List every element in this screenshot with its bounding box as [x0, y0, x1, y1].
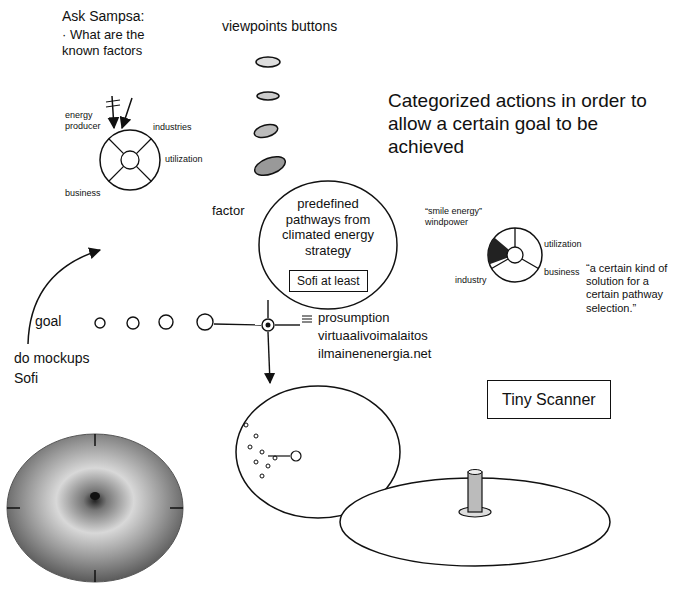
wheel-outline — [488, 228, 542, 282]
button-icon — [252, 153, 288, 179]
wheel-outline — [100, 130, 160, 190]
pathway-circle: predefined pathways from climated energy… — [258, 180, 398, 310]
dot — [260, 474, 264, 478]
node-label: industries — [153, 122, 199, 133]
node-label: utilization — [165, 154, 217, 165]
dot — [266, 464, 270, 468]
junction — [262, 319, 274, 331]
stand-post — [468, 472, 482, 512]
disc-tick — [94, 570, 96, 582]
junction-dot — [266, 323, 271, 328]
shape-outline — [440, 215, 570, 300]
shaded-disc — [7, 434, 183, 582]
button-icon — [257, 92, 279, 100]
note-text: Categorized actions in order to allow a … — [388, 90, 656, 158]
note-text: do mockups — [14, 350, 124, 367]
node-label: industry — [455, 275, 501, 286]
note-text: viewpoints buttons — [222, 18, 392, 35]
stand-top — [468, 470, 482, 475]
goal-step — [197, 314, 213, 330]
goal-line — [214, 324, 261, 325]
node-label: business — [544, 267, 590, 278]
dot — [244, 423, 248, 427]
note-text: Ask Sampsa: — [62, 8, 192, 25]
note-text: · What are the known factors — [62, 27, 162, 58]
goal-step — [159, 315, 173, 329]
node-label: energy producer — [65, 110, 113, 132]
note-text: ilmainenenergia.net — [318, 346, 468, 362]
dot-line — [268, 455, 290, 456]
dot — [254, 434, 258, 438]
note-text: prosumption — [318, 310, 458, 326]
note-box: Sofi at least — [289, 270, 368, 292]
node-label: predefined pathways from climated energy… — [276, 196, 380, 258]
arrow-hatch — [106, 100, 120, 102]
disc-tick — [94, 434, 96, 446]
dot — [254, 460, 258, 464]
note-text: goal — [35, 313, 85, 330]
goal-step — [127, 317, 139, 329]
wheel-spokes — [492, 228, 539, 269]
goal-line — [275, 324, 300, 325]
arrow-hatch — [106, 105, 120, 107]
node-label: Tiny Scanner — [502, 390, 596, 409]
note-text: “a certain kind of solution for a certai… — [586, 262, 670, 315]
scanner-box: Tiny Scanner — [487, 380, 611, 419]
factor-wheel: energy producerindustriesutilizationbusi… — [65, 108, 200, 218]
button-icon — [253, 122, 279, 140]
node-label: Sofi at least — [297, 274, 360, 288]
solution-wheel: utilizationindustrybusiness — [440, 215, 570, 300]
note-text: “smile energy” windpower — [425, 206, 485, 228]
disc-centre — [90, 492, 100, 500]
vertical-line — [267, 300, 268, 318]
dot — [291, 451, 301, 461]
node-label: business — [65, 188, 111, 199]
wheel-hub — [507, 247, 523, 263]
dot — [260, 450, 264, 454]
disc-tick — [170, 507, 183, 509]
note-text: virtuaalivoimalaitos — [318, 328, 468, 344]
note-text: Sofi — [14, 370, 74, 387]
goal-step — [95, 318, 105, 328]
small-icon — [302, 316, 312, 322]
note-text: factor — [212, 203, 272, 219]
vertical-arrow — [268, 332, 270, 383]
disc-tick — [7, 507, 20, 509]
dot — [248, 445, 252, 449]
wheel-spokes — [109, 139, 151, 181]
node-label: utilization — [544, 239, 596, 250]
curved-arrow — [28, 250, 100, 344]
pathway-circle — [259, 181, 397, 309]
button-icon — [256, 57, 280, 67]
input-arrow — [122, 98, 132, 128]
wheel-hub — [121, 151, 139, 169]
